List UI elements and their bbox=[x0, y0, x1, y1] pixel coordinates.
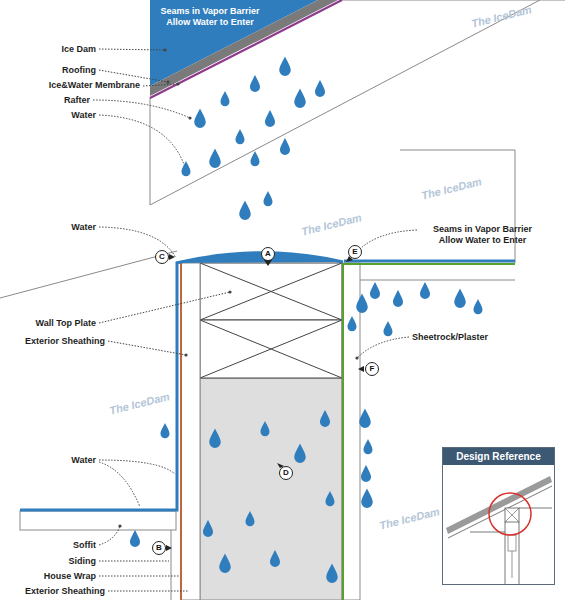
box-heading: Design Reference bbox=[443, 448, 554, 465]
roofing-band bbox=[150, 0, 338, 96]
water-drop bbox=[294, 444, 306, 464]
water-drop bbox=[221, 91, 230, 106]
water-label: Water bbox=[71, 110, 96, 121]
water-drop bbox=[474, 299, 483, 314]
part-label: Exterior Sheathing bbox=[25, 336, 105, 347]
watermark: The IceDam bbox=[300, 211, 363, 238]
part-label: Ice Dam bbox=[61, 44, 96, 55]
water-drop bbox=[219, 554, 231, 574]
callout-circle: A bbox=[261, 247, 275, 261]
water-line bbox=[344, 260, 515, 263]
callout-circle: C bbox=[155, 250, 169, 264]
part-label: Exterior Sheathing bbox=[25, 586, 105, 597]
callout-letter: B bbox=[153, 542, 165, 553]
part-label: Soffit bbox=[73, 540, 96, 551]
watermark: The IceDam bbox=[420, 175, 483, 202]
water-drop bbox=[279, 57, 291, 77]
house-wrap bbox=[180, 262, 182, 600]
callout-pointers bbox=[166, 254, 364, 551]
watermark: The IceDam bbox=[378, 505, 441, 532]
leader-dots bbox=[118, 48, 358, 527]
part-label: Wall Top Plate bbox=[35, 318, 96, 329]
water-drop bbox=[236, 129, 245, 144]
water-drops bbox=[130, 57, 483, 584]
water-drop bbox=[364, 439, 373, 454]
callout-circle: D bbox=[279, 466, 293, 480]
part-label: House Wrap bbox=[44, 571, 96, 582]
callout-letter: A bbox=[262, 248, 274, 259]
watermark: The IceDam bbox=[108, 390, 171, 417]
ceiling-line bbox=[360, 280, 515, 281]
water-drop bbox=[194, 109, 206, 129]
callout-letter: D bbox=[280, 467, 292, 478]
water-drop bbox=[326, 564, 338, 584]
callout-letter: C bbox=[156, 251, 168, 262]
panel-edge bbox=[540, 0, 565, 1]
fascia-line bbox=[0, 251, 177, 298]
water-drop bbox=[130, 530, 140, 547]
water-drop bbox=[246, 511, 255, 526]
stud-cavity bbox=[200, 378, 342, 600]
exterior-sheathing bbox=[181, 263, 200, 600]
water-drop bbox=[209, 149, 221, 169]
water-drop bbox=[361, 465, 371, 482]
water-drop bbox=[265, 110, 275, 127]
callout-circle: E bbox=[348, 245, 362, 259]
water-drop bbox=[326, 491, 335, 506]
soffit bbox=[20, 511, 176, 530]
seams-note: Seams in Vapor Barrier Allow Water to En… bbox=[150, 6, 270, 28]
water-drop bbox=[239, 201, 251, 221]
water-drop bbox=[370, 282, 380, 299]
water-drop bbox=[315, 80, 325, 97]
water-drop bbox=[359, 409, 371, 429]
watermark: The IceDam bbox=[470, 3, 533, 30]
water-drop bbox=[209, 429, 221, 449]
water-drop bbox=[161, 423, 170, 438]
water-drop bbox=[182, 161, 191, 176]
water-drop bbox=[454, 289, 466, 309]
siding-line bbox=[171, 530, 172, 600]
water-drop bbox=[250, 75, 260, 92]
sheetrock bbox=[342, 263, 360, 600]
callout-circle: B bbox=[152, 541, 166, 555]
rafter-shape bbox=[150, 0, 540, 205]
part-label: Roofing bbox=[62, 65, 96, 76]
water-drop bbox=[393, 290, 403, 307]
water-label: Water bbox=[71, 455, 96, 466]
part-label: Rafter bbox=[64, 95, 90, 106]
water-drop bbox=[361, 489, 373, 509]
water-drop bbox=[384, 321, 393, 336]
water-drop bbox=[270, 550, 280, 567]
part-label: Siding bbox=[69, 556, 97, 567]
water-drop bbox=[264, 191, 273, 206]
plate-cross bbox=[200, 263, 342, 378]
part-label: Ice&Water Membrane bbox=[49, 80, 140, 91]
water-drop bbox=[261, 421, 270, 436]
water-label: Water bbox=[71, 222, 96, 233]
water-drop bbox=[348, 316, 357, 331]
design-reference-box: Design Reference bbox=[442, 447, 555, 585]
water-drop bbox=[356, 294, 368, 314]
seams-note: Seams in Vapor Barrier Allow Water to En… bbox=[420, 224, 545, 246]
water-drop bbox=[203, 520, 213, 537]
water-drop bbox=[251, 151, 260, 166]
membrane-line bbox=[150, 0, 342, 98]
callout-circle: F bbox=[365, 362, 379, 376]
leader-lines bbox=[93, 49, 417, 591]
water-drop bbox=[420, 282, 430, 299]
water-line bbox=[20, 262, 177, 510]
part-label: Sheetrock/Plaster bbox=[412, 332, 488, 343]
callout-letter: E bbox=[349, 246, 361, 257]
water-drop bbox=[294, 89, 306, 109]
design-reference-thumbnail bbox=[443, 466, 554, 584]
water-drop bbox=[280, 138, 290, 155]
water-pool bbox=[176, 253, 343, 263]
water-drop bbox=[320, 410, 330, 427]
callout-letter: F bbox=[366, 363, 378, 374]
ceiling-outline bbox=[400, 150, 515, 263]
